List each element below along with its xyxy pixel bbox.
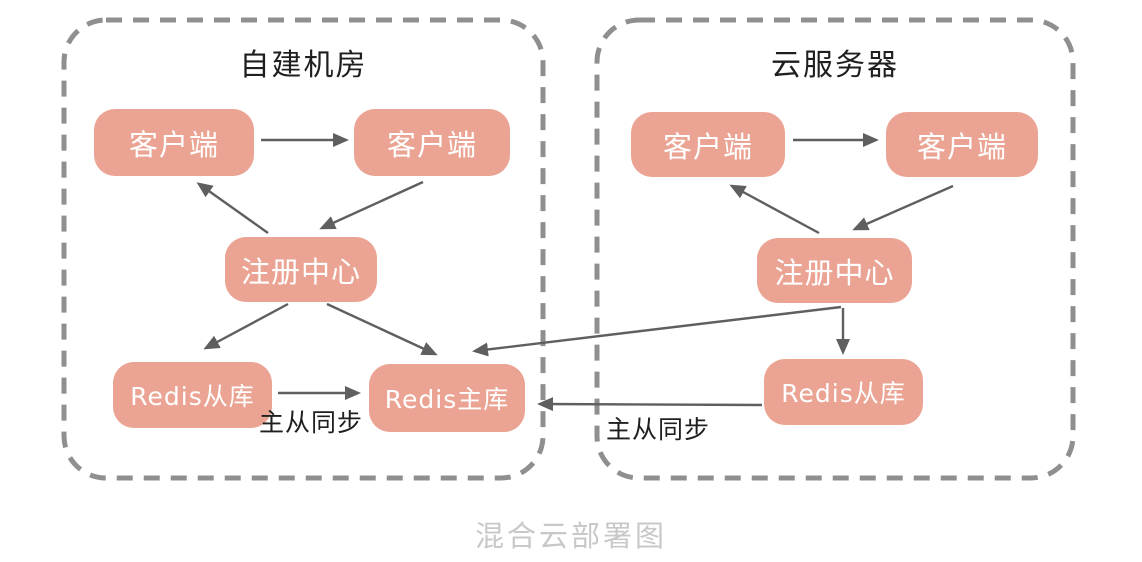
diagram-caption: 混合云部署图	[474, 519, 667, 553]
edge-right-client2-registry	[852, 184, 954, 231]
node-right-client-1: 客户端	[631, 112, 785, 177]
node-right-registry: 注册中心	[757, 238, 912, 303]
edge-right-redisslave-left-redismaster	[537, 397, 763, 412]
edge-left-registry-client1	[196, 182, 269, 234]
node-right-client-2: 客户端	[886, 112, 1038, 177]
node-left-redis-slave: Redis从库	[113, 362, 272, 428]
edge-right-registry-client1	[729, 184, 820, 235]
edge-label-right-sync: 主从同步	[605, 415, 710, 444]
container-onprem-title: 自建机房	[239, 48, 368, 83]
edge-left-registry-redismaster	[326, 302, 438, 356]
node-left-client-1: 客户端	[94, 109, 254, 176]
edge-label-left-sync: 主从同步	[258, 408, 363, 437]
node-right-redis-slave: Redis从库	[764, 359, 923, 425]
container-cloud-title: 云服务器	[771, 48, 899, 83]
node-left-registry: 注册中心	[225, 237, 377, 302]
node-left-redis-master: Redis主库	[369, 364, 525, 432]
edge-left-client2-registry	[319, 180, 424, 230]
edge-right-registry-left-redismaster	[472, 305, 842, 357]
node-left-client-2: 客户端	[354, 109, 510, 176]
edge-left-registry-redisslave	[203, 302, 289, 350]
